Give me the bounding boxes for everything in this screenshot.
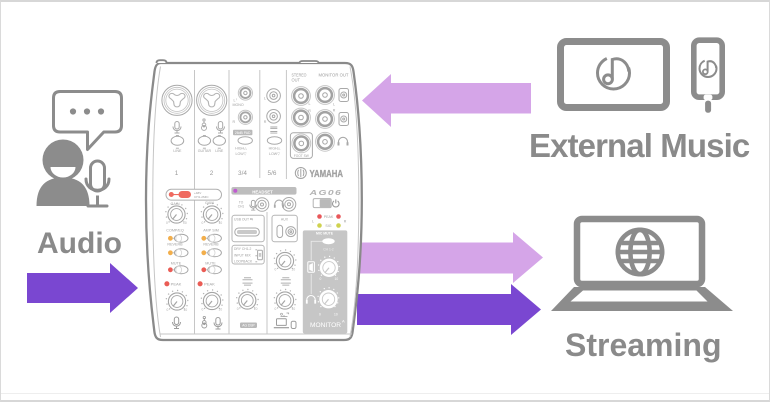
- svg-text:REVERB: REVERB: [203, 243, 219, 247]
- svg-text:LOOPBACK: LOOPBACK: [234, 260, 253, 264]
- svg-text:L: L: [264, 97, 266, 101]
- svg-text:PEAK: PEAK: [324, 215, 334, 219]
- svg-text:GAIN: GAIN: [205, 201, 214, 205]
- svg-text:SIG: SIG: [325, 224, 331, 228]
- svg-text:INPUT MIX: INPUT MIX: [234, 253, 251, 257]
- svg-text:FOOT SW: FOOT SW: [294, 154, 309, 158]
- svg-text:R: R: [333, 109, 336, 113]
- svg-text:MUTE: MUTE: [205, 261, 216, 265]
- svg-text:PEAK: PEAK: [204, 281, 215, 286]
- svg-text:L: L: [309, 102, 311, 106]
- svg-text:OUT: OUT: [292, 78, 301, 83]
- svg-text:LINE: LINE: [173, 149, 182, 153]
- svg-text:USB OUT ⇆: USB OUT ⇆: [234, 217, 253, 221]
- svg-text:AUX: AUX: [281, 217, 289, 221]
- svg-text:10: 10: [334, 313, 338, 317]
- svg-text:AG06: AG06: [308, 188, 342, 197]
- svg-text:MONITOR: MONITOR: [310, 322, 342, 329]
- svg-text:CH 1-2: CH 1-2: [323, 247, 334, 251]
- svg-text:HIGH△: HIGH△: [269, 147, 282, 151]
- svg-text:MONITOR OUT: MONITOR OUT: [319, 73, 349, 78]
- svg-text:REVERB: REVERB: [167, 243, 183, 247]
- svg-text:L╵: L╵: [234, 98, 238, 103]
- svg-text:HEADSET: HEADSET: [252, 189, 273, 194]
- svg-text:TO: TO: [239, 201, 244, 205]
- svg-text:5/6: 5/6: [268, 170, 277, 177]
- svg-text:1: 1: [175, 170, 179, 177]
- svg-text:3/4: 3/4: [238, 170, 247, 177]
- svg-text:CH1: CH1: [238, 205, 245, 209]
- svg-text:LOW▽: LOW▽: [269, 152, 281, 156]
- svg-text:DRY CH1-2: DRY CH1-2: [234, 247, 252, 251]
- svg-text:STEREO: STEREO: [292, 73, 308, 78]
- svg-text:R: R: [344, 220, 347, 224]
- svg-text:L: L: [333, 103, 335, 107]
- svg-text:L: L: [312, 220, 314, 224]
- svg-text:0: 0: [319, 313, 321, 317]
- svg-text:MONO: MONO: [233, 103, 244, 107]
- svg-text:2: 2: [210, 170, 214, 177]
- svg-text:+48V: +48V: [194, 191, 202, 195]
- svg-text:AG DSP: AG DSP: [242, 324, 255, 328]
- svg-text:PEAK: PEAK: [171, 281, 182, 286]
- svg-text:A: A: [342, 319, 345, 324]
- svg-text:MUTE: MUTE: [171, 261, 182, 265]
- svg-text:10: 10: [335, 277, 339, 281]
- svg-text:MIC MUTE: MIC MUTE: [316, 231, 333, 235]
- svg-text:HIGH△: HIGH△: [235, 147, 248, 151]
- svg-text:LINE: LINE: [215, 149, 224, 153]
- svg-text:CH1-2MIC: CH1-2MIC: [194, 195, 209, 199]
- svg-text:0: 0: [320, 277, 322, 281]
- svg-text:26dB PAD: 26dB PAD: [235, 131, 251, 135]
- svg-text:GUITAR: GUITAR: [198, 149, 212, 153]
- svg-text:AMP SIM: AMP SIM: [203, 229, 219, 233]
- svg-text:R: R: [308, 109, 311, 113]
- svg-text:COMP/EQ: COMP/EQ: [166, 229, 184, 233]
- svg-text:R: R: [264, 120, 267, 124]
- svg-text:YAMAHA: YAMAHA: [310, 168, 344, 180]
- svg-text:LOW▽: LOW▽: [236, 152, 248, 156]
- svg-text:GAIN: GAIN: [170, 202, 179, 206]
- svg-text:R: R: [233, 120, 236, 124]
